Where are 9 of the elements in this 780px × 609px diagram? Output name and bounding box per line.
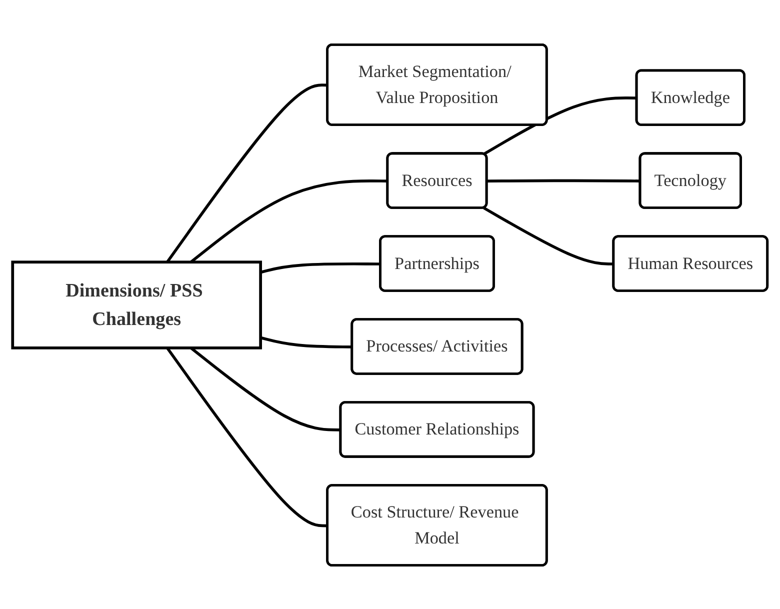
connector xyxy=(166,83,328,262)
connector xyxy=(260,262,381,274)
connector xyxy=(483,206,614,265)
connector xyxy=(483,96,637,155)
connector xyxy=(260,336,352,348)
connector xyxy=(487,178,640,182)
connector xyxy=(190,179,388,263)
node-box: Dimensions/ PSS Challenges xyxy=(11,260,262,349)
connector xyxy=(166,346,328,527)
